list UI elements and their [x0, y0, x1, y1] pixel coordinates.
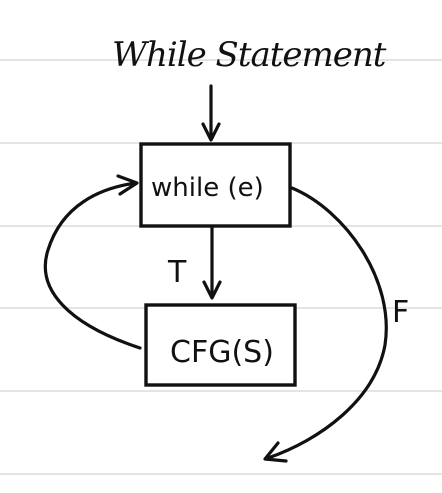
body-box-label: CFG(S) [170, 335, 274, 370]
false-edge-arrow [263, 186, 388, 463]
condition-box: while (e) [139, 142, 292, 228]
entry-arrow [201, 84, 221, 142]
diagram-title: While Statement [112, 35, 387, 75]
condition-box-label: while (e) [151, 173, 264, 203]
false-edge-label: F [392, 295, 409, 330]
loop-back-arrow [43, 174, 142, 350]
true-edge-arrow [202, 226, 222, 300]
body-box: CFG(S) [144, 303, 297, 387]
ruled-lines [0, 59, 442, 475]
true-edge-label: T [167, 255, 187, 290]
